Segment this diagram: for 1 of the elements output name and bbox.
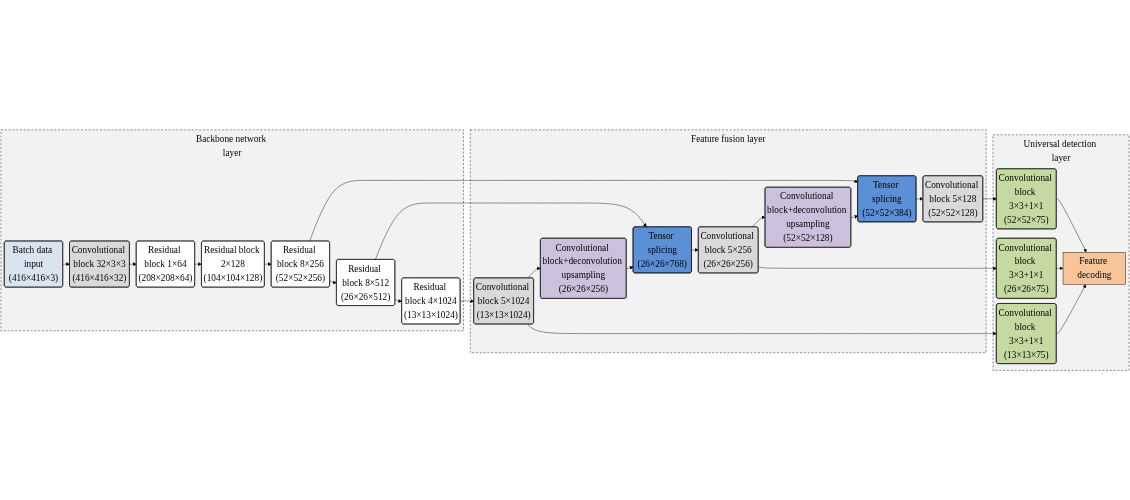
node-box: Feature decoding bbox=[1062, 251, 1126, 285]
